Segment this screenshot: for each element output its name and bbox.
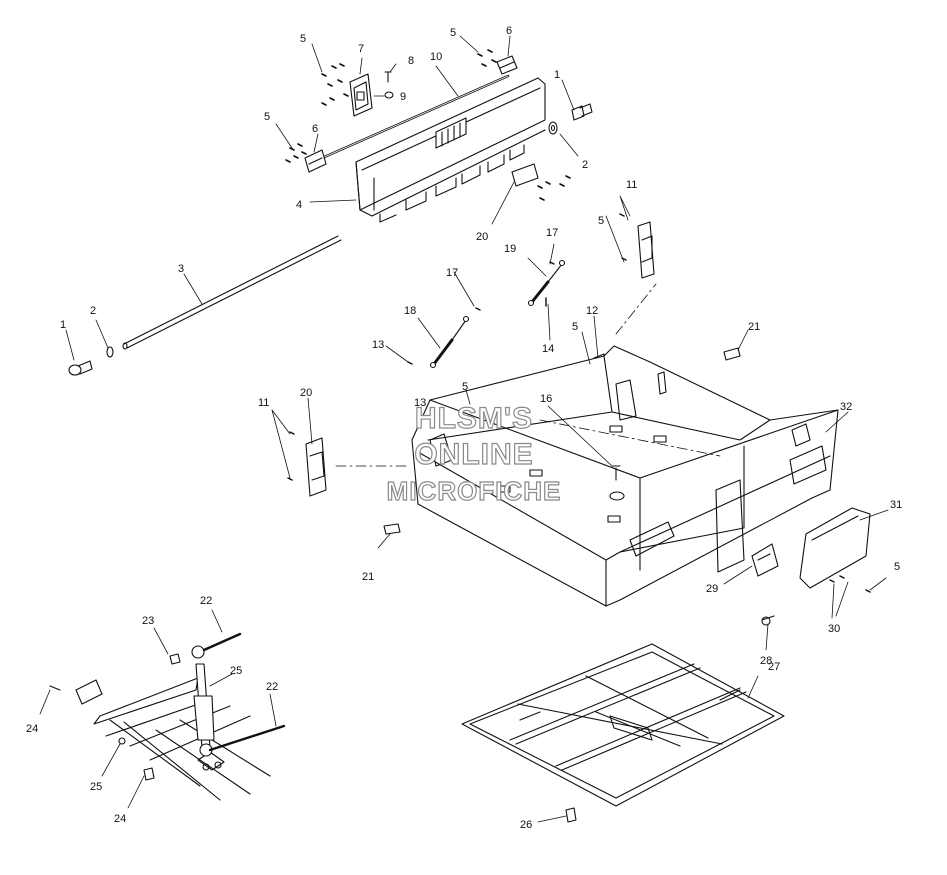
bracket-29 — [751, 543, 779, 577]
strut-17-left — [429, 315, 470, 369]
rod-3 — [122, 235, 342, 350]
watermark-line-1: HLSM'S — [415, 402, 533, 435]
latch-7 — [349, 73, 373, 117]
callout-29: 29 — [706, 583, 718, 595]
callout-27: 27 — [768, 661, 780, 673]
callout-32: 32 — [840, 401, 852, 413]
callout-7: 7 — [358, 43, 364, 55]
callout-22: 24 — [114, 813, 126, 825]
callout-18: 20 — [476, 231, 488, 243]
shock-25 — [191, 632, 286, 757]
bolt-1-top — [571, 103, 593, 121]
pin-8 — [384, 71, 392, 83]
bolt-14 — [609, 465, 625, 501]
bracket-right-rear — [619, 213, 655, 279]
callout-21: 22 — [200, 595, 212, 607]
callout-6: 6 — [312, 123, 318, 135]
callout-5: 5 — [598, 215, 604, 227]
plate-18 — [511, 163, 539, 187]
callout-21: 22 — [266, 681, 278, 693]
nut-22-top — [169, 653, 181, 665]
hinge-6-left — [304, 149, 327, 173]
screws-5 — [285, 49, 571, 201]
callout-11: 11 — [626, 179, 637, 191]
screws-30 — [829, 575, 871, 593]
hinge-6-right — [496, 55, 518, 75]
callout-11: 11 — [258, 397, 269, 409]
callout-12: 12 — [586, 305, 598, 317]
callout-5: 5 — [300, 33, 306, 45]
nut-26 — [565, 807, 577, 823]
callout-2: 2 — [582, 159, 588, 171]
callout-24: 25 — [90, 781, 102, 793]
bolt-1-left — [68, 360, 93, 376]
callout-17: 18 — [404, 305, 416, 317]
callout-10: 10 — [430, 51, 442, 63]
frame-27 — [461, 643, 785, 807]
callout-3: 3 — [178, 263, 184, 275]
leader-lines — [39, 35, 889, 823]
callout-4: 4 — [296, 199, 302, 211]
strut-17-right — [527, 259, 566, 307]
callout-labels: 5 7 8 9 10 5 6 5 6 1 2 4 20 11 5 3 1 2 1… — [26, 25, 902, 831]
pad-20-right — [723, 347, 741, 361]
striker-19 — [287, 431, 327, 497]
callout-22: 23 — [142, 615, 154, 627]
callout-25: 25 — [230, 665, 242, 677]
plate-23 — [49, 679, 103, 705]
callout-5: 5 — [264, 111, 270, 123]
nut-24 — [118, 737, 126, 745]
pad-20-left — [383, 523, 401, 535]
tailgate — [355, 77, 546, 223]
watermark: HLSM'S ONLINE MICROFICHE — [386, 401, 562, 506]
callout-20: 21 — [748, 321, 760, 333]
callout-1: 1 — [554, 69, 560, 81]
callout-5: 5 — [572, 321, 578, 333]
callout-5: 5 — [450, 27, 456, 39]
callout-6: 6 — [506, 25, 512, 37]
callout-30: 30 — [828, 623, 840, 635]
callout-9: 9 — [400, 91, 406, 103]
bolt-28 — [761, 615, 775, 626]
callout-13: 13 — [372, 339, 384, 351]
callout-19: 20 — [300, 387, 312, 399]
callout-16: 17 — [446, 267, 458, 279]
callout-8: 8 — [408, 55, 414, 67]
callout-2: 2 — [90, 305, 96, 317]
cargo-box — [411, 345, 839, 607]
washer-2-left — [106, 346, 114, 358]
callout-28: 28 — [760, 655, 772, 667]
callout-26: 26 — [520, 819, 532, 831]
watermark-line-2: ONLINE — [414, 438, 533, 471]
callout-14: 16 — [540, 393, 552, 405]
callout-23: 24 — [26, 723, 38, 735]
callout-17: 19 — [504, 243, 516, 255]
callout-5: 5 — [894, 561, 900, 573]
callout-12: 13 — [414, 397, 426, 409]
callout-16: 17 — [546, 227, 558, 239]
studs-16-13 — [407, 261, 555, 365]
callout-1: 1 — [60, 319, 66, 331]
pad-31 — [799, 507, 871, 589]
callout-5: 5 — [462, 381, 468, 393]
callout-31: 31 — [890, 499, 902, 511]
washer-2-top — [548, 121, 558, 135]
cable-10 — [320, 74, 510, 160]
callout-13: 14 — [542, 343, 554, 355]
callout-20: 21 — [362, 571, 374, 583]
watermark-line-3: MICROFICHE — [387, 476, 562, 506]
washer-9 — [384, 91, 394, 99]
nut-22-bottom — [143, 767, 155, 781]
